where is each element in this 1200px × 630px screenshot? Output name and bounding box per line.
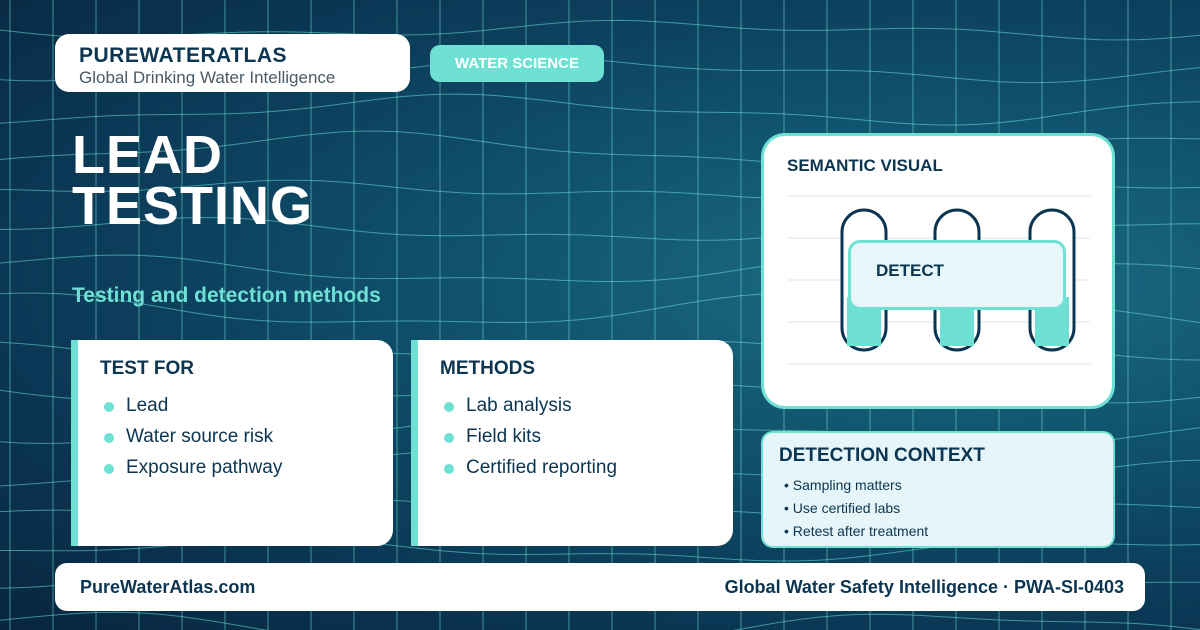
- bullet-icon: [444, 464, 454, 474]
- category-tag: WATER SCIENCE: [430, 45, 604, 82]
- grid-wave: [0, 93, 1200, 126]
- bullet-icon: [104, 402, 114, 412]
- list-item: Certified reporting: [440, 452, 733, 483]
- footer: PureWaterAtlas.com Global Water Safety I…: [55, 563, 1145, 611]
- list-item: Exposure pathway: [100, 452, 393, 483]
- detection-context-card: DETECTION CONTEXT • Sampling matters • U…: [761, 431, 1115, 548]
- subheadline: Testing and detection methods: [72, 284, 381, 307]
- headline-line-2: TESTING: [72, 176, 314, 236]
- methods-title: METHODS: [440, 358, 535, 379]
- bullet-icon: [444, 433, 454, 443]
- test-for-card: TEST FOR Lead Water source risk Exposure…: [71, 340, 393, 546]
- detection-context-list: • Sampling matters • Use certified labs …: [779, 474, 1113, 543]
- brand-tagline: Global Drinking Water Intelligence: [79, 68, 336, 87]
- list-item: Water source risk: [100, 421, 393, 452]
- detect-label: DETECT: [848, 240, 1066, 310]
- test-for-title: TEST FOR: [100, 358, 194, 379]
- detection-context-title: DETECTION CONTEXT: [779, 445, 985, 466]
- semantic-visual-title: SEMANTIC VISUAL: [787, 156, 943, 175]
- list-item: Lab analysis: [440, 390, 733, 421]
- headline: LEAD TESTING: [72, 125, 314, 236]
- methods-card: METHODS Lab analysis Field kits Certifie…: [411, 340, 733, 546]
- list-item: • Retest after treatment: [784, 523, 929, 539]
- methods-list: Lab analysis Field kits Certified report…: [440, 390, 733, 483]
- bullet-icon: [104, 433, 114, 443]
- list-item: Field kits: [440, 421, 733, 452]
- brand-name: PUREWATERATLAS: [79, 44, 288, 67]
- brand-card: PUREWATERATLAS Global Drinking Water Int…: [55, 34, 410, 92]
- list-item: Lead: [100, 390, 393, 421]
- headline-line-1: LEAD: [72, 125, 223, 185]
- semantic-visual-card: SEMANTIC VISUAL DETECT: [761, 133, 1115, 409]
- footer-tagline: Global Water Safety Intelligence · PWA-S…: [724, 577, 1124, 597]
- bullet-icon: [104, 464, 114, 474]
- bullet-icon: [444, 402, 454, 412]
- footer-site-link[interactable]: PureWaterAtlas.com: [80, 577, 256, 597]
- grid-wave: [0, 611, 1200, 630]
- test-for-list: Lead Water source risk Exposure pathway: [100, 390, 393, 483]
- list-item: • Sampling matters: [784, 477, 902, 493]
- list-item: • Use certified labs: [784, 500, 901, 516]
